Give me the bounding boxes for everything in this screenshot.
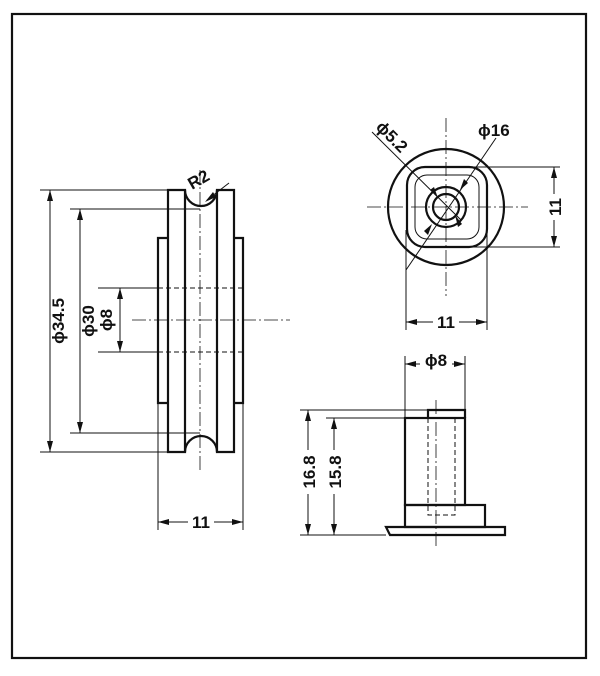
square-width-label: 11	[437, 313, 455, 332]
hole-diameter-label: ϕ5.2	[372, 117, 411, 156]
bore-diameter-label: ϕ8	[97, 309, 116, 331]
drawing-frame	[10, 12, 588, 660]
square-height-label: 11	[546, 198, 565, 216]
groove-diameter-label: ϕ30	[79, 305, 98, 337]
outer-diameter-label: ϕ34.5	[49, 298, 68, 344]
hub-circle	[424, 185, 468, 229]
axle-diameter-label: ϕ8	[425, 351, 447, 370]
axle-total-height-label: 16.8	[300, 455, 319, 488]
base-step	[403, 503, 487, 529]
dim-square-height: 11	[470, 166, 565, 248]
outer-circle	[386, 147, 506, 267]
bore-hole-circle	[431, 192, 461, 222]
square-recess-inner	[414, 174, 480, 240]
dim-hub-diameter: ϕ16	[405, 121, 510, 271]
dim-outer-diameter: ϕ34.5	[40, 189, 168, 453]
base-plate	[384, 525, 507, 537]
square-recess	[405, 165, 489, 249]
hub-right	[234, 236, 245, 405]
dim-axle-total-height: 16.8	[300, 409, 428, 536]
pulley-width-label: 11	[192, 513, 210, 532]
shaft-hidden-bore	[427, 418, 456, 516]
pulley-side-view	[367, 118, 528, 296]
dim-square-width: 11	[405, 230, 488, 332]
dim-pulley-width: 11	[157, 403, 244, 532]
dim-groove-diameter: ϕ30	[70, 208, 200, 434]
axle-shaft-height-label: 15.8	[326, 455, 345, 488]
hub-diameter-label: ϕ16	[478, 121, 510, 140]
dim-bore-diameter: ϕ8	[97, 287, 158, 353]
dim-axle-diameter: ϕ8	[404, 351, 466, 418]
shaft-body	[403, 416, 467, 507]
groove-radius-label: R2	[185, 166, 213, 193]
dim-axle-shaft-height: 15.8	[326, 417, 405, 535]
dim-hole-diameter: ϕ5.2	[371, 117, 462, 227]
dim-groove-radius: R2	[185, 166, 230, 202]
hub-left	[156, 236, 168, 405]
axle-view	[384, 400, 507, 548]
pulley-front-view	[132, 170, 290, 470]
shaft-top-step	[426, 408, 467, 418]
pulley-outline	[166, 188, 236, 454]
